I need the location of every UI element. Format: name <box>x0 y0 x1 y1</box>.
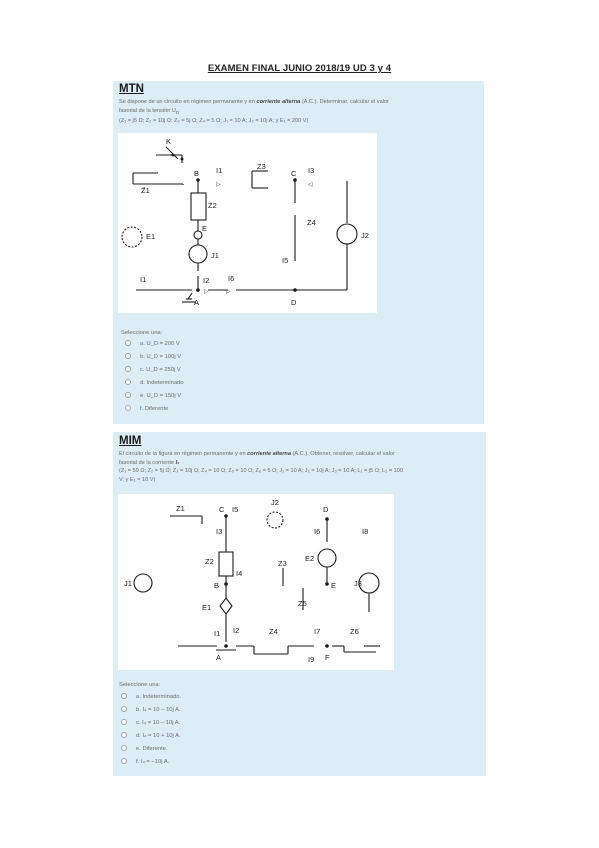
answer-option-d[interactable]: d. Indeterminado <box>125 379 184 388</box>
label-z1: Z̄1 <box>141 186 150 195</box>
answer-option-f[interactable]: f. I₄ = −10j A. <box>121 758 169 767</box>
exam-title: EXAMEN FINAL JUNIO 2018/19 UD 3 y 4 <box>207 63 392 74</box>
radio-button[interactable] <box>121 693 127 700</box>
label-e: E <box>331 581 336 590</box>
answer-option-c[interactable]: c. I₄ = 10 − 10j A. <box>121 719 180 728</box>
radio-button[interactable] <box>125 340 131 347</box>
svg-text:◁: ◁ <box>308 182 313 188</box>
label-b: B <box>194 169 199 178</box>
label-i9: I9 <box>308 655 314 664</box>
label-z4: Z4 <box>307 218 316 227</box>
label-z2: Z2 <box>208 201 217 210</box>
label-j2: J2 <box>271 498 279 507</box>
label-a: A <box>194 298 199 307</box>
label-e: E <box>202 224 207 233</box>
label-i6: I6 <box>314 527 320 536</box>
radio-button[interactable] <box>125 366 131 373</box>
label-z3: Z3 <box>257 162 266 171</box>
circuit-svg: K Z̄1 B I1 Z3 C I3 Z2 E E1 J1 Z4 J2 I1 I… <box>121 137 369 307</box>
label-c: C <box>291 169 297 178</box>
label-i1: I1 <box>216 166 222 175</box>
answer-option-d[interactable]: d. I₄ = 10 + 10j A. <box>121 732 181 741</box>
radio-button[interactable] <box>125 405 131 412</box>
label-j1: J1 <box>211 251 219 260</box>
label-k: K <box>166 137 171 146</box>
answer-option-a[interactable]: a. Indeterminado. <box>121 693 181 702</box>
question-statement: Se dispone de un circuito en régimen per… <box>119 99 389 125</box>
label-z6: Z6 <box>350 627 359 636</box>
label-z1: Z1 <box>176 504 185 513</box>
circuit-diagram: K Z̄1 B I1 Z3 C I3 Z2 E E1 J1 Z4 J2 I1 I… <box>118 133 377 313</box>
label-i4: I4 <box>236 569 242 578</box>
radio-button[interactable] <box>121 719 127 726</box>
label-i8: I8 <box>362 527 368 536</box>
label-i6: I6 <box>228 274 234 283</box>
answer-option-f[interactable]: f. Diferente <box>125 405 168 414</box>
label-b: B <box>214 581 219 590</box>
radio-button[interactable] <box>125 379 131 386</box>
label-i3: I3 <box>216 527 222 536</box>
question-panel-mtn: MTN Se dispone de un circuito en régimen… <box>113 81 484 424</box>
question-panel-mim: MIM El circuito de la figura en régimen … <box>113 432 486 776</box>
answer-option-a[interactable]: a. U_D = 200 V <box>125 340 180 349</box>
answer-option-e[interactable]: e. Diferente. <box>121 745 168 754</box>
question-parameters: (Z₁ = j5 Ω; Z₂ = 10j Ω; Z₃ = 5j Ω; Z₄ = … <box>119 118 309 125</box>
label-i2: I2 <box>203 276 209 285</box>
radio-button[interactable] <box>125 353 131 360</box>
label-z3: Z3 <box>278 559 287 568</box>
label-e2: E2 <box>305 554 314 563</box>
answer-option-b[interactable]: b. I₄ = 10 − 10j A. <box>121 706 181 715</box>
label-i5: I5 <box>282 256 288 265</box>
label-c: C <box>219 505 225 514</box>
select-prompt: Seleccione una: <box>119 682 161 688</box>
circuit-svg: Z1 C I5 J2 D I6 I8 I3 J3 Z2 Z3 E2 E J1 B… <box>124 498 380 664</box>
label-e1: E1 <box>146 232 155 241</box>
label-z5: Z5 <box>298 599 307 608</box>
radio-button[interactable] <box>121 745 127 752</box>
label-j2: J2 <box>361 231 369 240</box>
label-i7: I7 <box>314 627 320 636</box>
label-i3: I3 <box>308 166 314 175</box>
label-i5: I5 <box>232 505 238 514</box>
label-z4: Z4 <box>269 627 278 636</box>
svg-text:▷: ▷ <box>226 289 231 295</box>
question-parameters: (Z₁ = 50 Ω; Z₂ = 5j Ω; Z₃ = 10j Ω; Z₄ = … <box>119 468 403 475</box>
select-prompt: Seleccione una: <box>121 330 163 336</box>
svg-text:▷: ▷ <box>216 182 221 188</box>
radio-button[interactable] <box>121 706 127 713</box>
answer-option-e[interactable]: e. U_D = 150j V <box>125 392 181 401</box>
radio-button[interactable] <box>121 758 127 765</box>
label-d: D <box>291 298 297 307</box>
label-a: A <box>216 653 221 662</box>
label-e1: E1 <box>202 603 211 612</box>
svg-text:▷: ▷ <box>204 289 209 295</box>
question-title: MIM <box>119 435 142 447</box>
question-statement: El circuito de la figura en régimen perm… <box>119 451 403 483</box>
question-title: MTN <box>119 83 144 95</box>
label-i2: I2 <box>233 626 239 635</box>
answer-option-c[interactable]: c. U_D = 250j V <box>125 366 181 375</box>
answer-option-b[interactable]: b. U_D = 100j V <box>125 353 181 362</box>
label-i1: I1 <box>214 629 220 638</box>
circuit-diagram: Z1 C I5 J2 D I6 I8 I3 J3 Z2 Z3 E2 E J1 B… <box>118 494 394 670</box>
label-j3: J3 <box>354 579 362 588</box>
label-f: F <box>325 653 330 662</box>
label-il: I1 <box>140 275 146 284</box>
radio-button[interactable] <box>121 732 127 739</box>
label-z2: Z2 <box>205 557 214 566</box>
radio-button[interactable] <box>125 392 131 399</box>
label-j1: J1 <box>124 579 132 588</box>
label-d: D <box>323 505 329 514</box>
